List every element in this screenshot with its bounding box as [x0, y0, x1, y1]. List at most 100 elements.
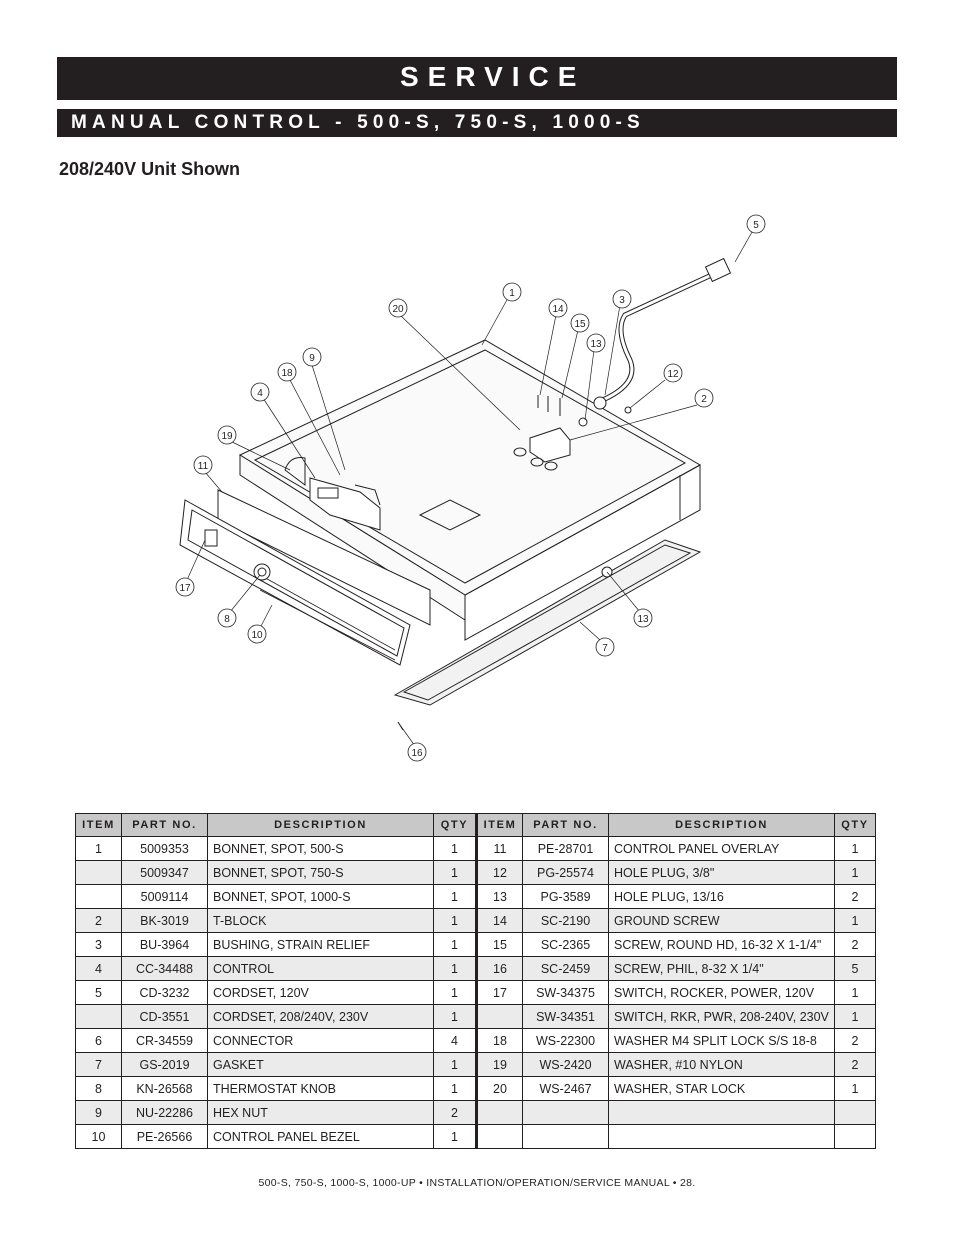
table-cell: 1 [433, 860, 478, 885]
section-banner: SERVICE [57, 57, 897, 100]
table-cell: 1 [433, 1124, 478, 1149]
table-cell: HEX NUT [207, 1100, 434, 1125]
table-cell: BU-3964 [121, 932, 208, 957]
parts-table: ITEM PART NO. DESCRIPTION QTY ITEM PART … [75, 813, 876, 1149]
table-cell [522, 1124, 609, 1149]
table-cell [608, 1100, 835, 1125]
svg-text:9: 9 [309, 353, 315, 364]
table-cell: 11 [476, 836, 523, 861]
table-cell [75, 1004, 122, 1029]
table-cell: 1 [433, 1076, 478, 1101]
table-cell [608, 1124, 835, 1149]
table-cell: 5 [75, 980, 122, 1005]
table-cell [476, 1100, 523, 1125]
table-cell: 4 [75, 956, 122, 981]
callout-9: 9 [302, 347, 322, 367]
table-cell: 3 [75, 932, 122, 957]
diagram-caption: 208/240V Unit Shown [59, 159, 241, 179]
table-cell: 14 [476, 908, 523, 933]
table-cell: SC-2365 [522, 932, 609, 957]
callout-5: 5 [746, 214, 766, 234]
table-cell: 15 [476, 932, 523, 957]
svg-text:17: 17 [179, 583, 191, 594]
table-cell: 17 [476, 980, 523, 1005]
svg-text:4: 4 [257, 388, 263, 399]
table-cell: PE-28701 [522, 836, 609, 861]
callout-13: 13 [586, 333, 606, 353]
header-item: ITEM [75, 813, 122, 837]
table-cell: 1 [433, 1004, 478, 1029]
table-cell: SW-34375 [522, 980, 609, 1005]
callout-8: 8 [217, 608, 237, 628]
callout-12: 12 [663, 363, 683, 383]
callout-7: 7 [595, 637, 615, 657]
table-cell: SWITCH, RKR, PWR, 208-240V, 230V [608, 1004, 835, 1029]
svg-text:2: 2 [701, 394, 707, 405]
table-cell: 1 [75, 836, 122, 861]
table-cell: 1 [433, 884, 478, 909]
svg-text:13: 13 [590, 339, 602, 350]
table-cell: 2 [75, 908, 122, 933]
table-cell: CONTROL PANEL BEZEL [207, 1124, 434, 1149]
table-cell: 1 [433, 836, 478, 861]
callout-11: 11 [193, 455, 213, 475]
table-cell: CR-34559 [121, 1028, 208, 1053]
svg-text:19: 19 [221, 431, 233, 442]
table-cell: CONTROL [207, 956, 434, 981]
svg-text:11: 11 [198, 461, 209, 472]
table-cell: GS-2019 [121, 1052, 208, 1077]
callout-19: 19 [217, 425, 237, 445]
svg-text:10: 10 [251, 630, 263, 641]
callout-10: 10 [247, 624, 267, 644]
table-cell: 5009353 [121, 836, 208, 861]
svg-text:12: 12 [667, 369, 679, 380]
table-cell [476, 1124, 523, 1149]
svg-text:1: 1 [509, 288, 515, 299]
table-cell: PG-3589 [522, 884, 609, 909]
table-cell: 19 [476, 1052, 523, 1077]
svg-text:3: 3 [619, 295, 625, 306]
table-cell: BK-3019 [121, 908, 208, 933]
table-cell: 2 [834, 1028, 876, 1053]
table-cell: 2 [834, 932, 876, 957]
exploded-parts-diagram: 1 2 3 4 5 7 8 9 10 11 12 13 13 14 15 16 … [175, 214, 766, 762]
table-cell: 18 [476, 1028, 523, 1053]
table-cell: WASHER, #10 NYLON [608, 1052, 835, 1077]
svg-text:16: 16 [411, 748, 423, 759]
table-cell: 13 [476, 884, 523, 909]
table-cell: NU-22286 [121, 1100, 208, 1125]
t-block-outline [529, 427, 571, 463]
table-cell: 12 [476, 860, 523, 885]
table-cell: 5009347 [121, 860, 208, 885]
table-cell: CORDSET, 120V [207, 980, 434, 1005]
table-cell: WS-2420 [522, 1052, 609, 1077]
callout-15: 15 [570, 313, 590, 333]
table-cell: CONTROL PANEL OVERLAY [608, 836, 835, 861]
control-outline [309, 477, 381, 531]
table-cell: KN-26568 [121, 1076, 208, 1101]
table-cell: WS-22300 [522, 1028, 609, 1053]
header-part-no: PART NO. [522, 813, 609, 837]
table-cell [476, 1004, 523, 1029]
svg-text:15: 15 [574, 319, 586, 330]
table-cell: GASKET [207, 1052, 434, 1077]
table-cell: PG-25574 [522, 860, 609, 885]
table-cell: T-BLOCK [207, 908, 434, 933]
table-cell: 4 [433, 1028, 478, 1053]
table-cell: 6 [75, 1028, 122, 1053]
svg-text:8: 8 [224, 614, 230, 625]
table-cell: 1 [834, 860, 876, 885]
svg-text:7: 7 [602, 643, 608, 654]
table-cell: SC-2459 [522, 956, 609, 981]
table-cell: BONNET, SPOT, 750-S [207, 860, 434, 885]
table-cell: 1 [834, 980, 876, 1005]
